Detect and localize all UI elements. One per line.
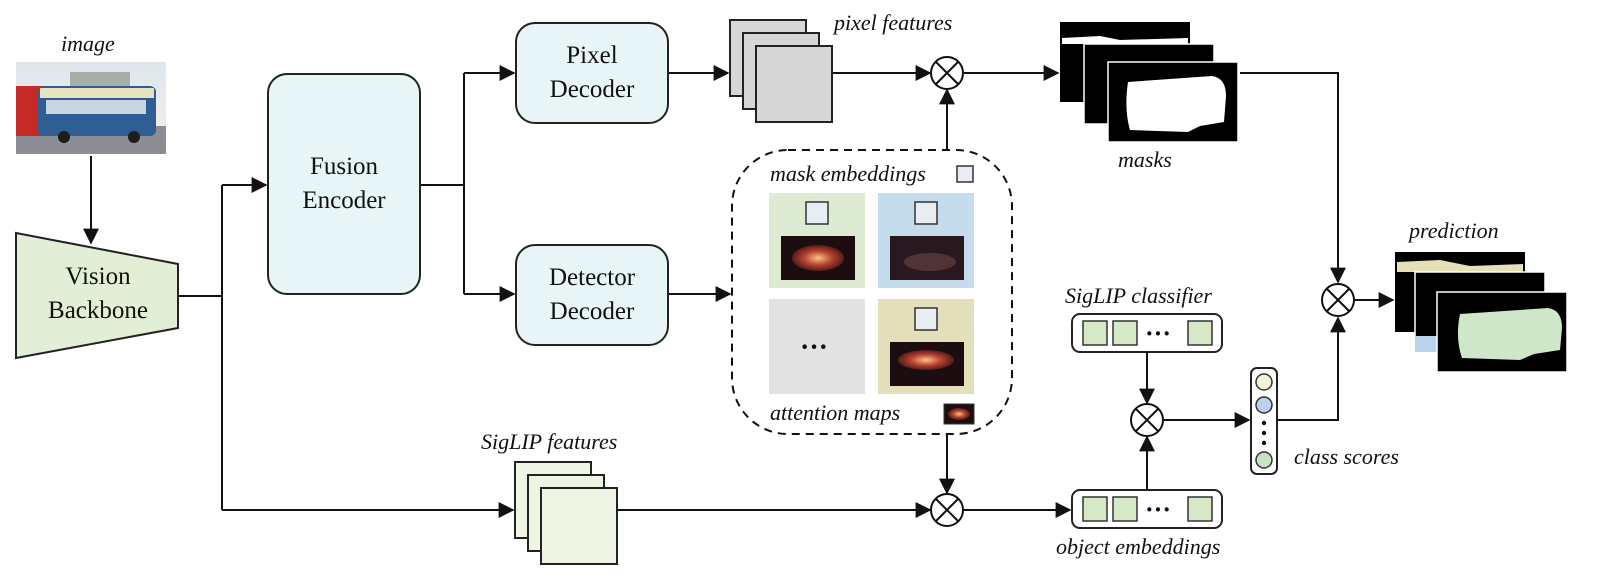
attention-map-legend-icon — [943, 403, 975, 425]
mask-embeddings-label: mask embeddings — [770, 161, 926, 186]
prediction-label: prediction — [1409, 218, 1499, 243]
masks-label: masks — [1118, 147, 1172, 172]
input-image — [16, 62, 166, 154]
class-scores-label: class scores — [1294, 444, 1399, 469]
vision-backbone-label: Vision Backbone — [48, 263, 148, 324]
attention-cell-2 — [878, 193, 974, 288]
detector-decoder-label: Detector Decoder — [548, 264, 636, 325]
object-embeddings-ellipsis: ··· — [1145, 495, 1172, 524]
vision-backbone-block — [15, 231, 179, 360]
attention-cell-3 — [769, 299, 865, 394]
detector-decoder-block: Detector Decoder — [515, 244, 669, 346]
pixel-decoder-label: Pixel Decoder — [549, 42, 635, 103]
pixel-features-stack — [729, 19, 833, 123]
siglip-classifier-label: SigLIP classifier — [1065, 283, 1212, 308]
fusion-encoder-label: Fusion Encoder — [302, 153, 386, 214]
pixel-features-label: pixel features — [834, 10, 953, 35]
multiply-node-pixel — [930, 56, 964, 90]
fusion-encoder-block: Fusion Encoder — [267, 73, 421, 295]
prediction-stack — [1395, 252, 1568, 373]
attention-cell-ellipsis: ··· — [800, 332, 829, 363]
pixel-decoder-block: Pixel Decoder — [515, 22, 669, 124]
object-embeddings-vector — [1071, 489, 1223, 529]
siglip-features-label: SigLIP features — [481, 429, 618, 454]
classifier-ellipsis: ··· — [1145, 319, 1172, 348]
connections — [83, 65, 1395, 518]
attention-cell-4 — [878, 299, 974, 394]
class-scores-vector — [1250, 367, 1278, 475]
multiply-node-final — [1321, 283, 1355, 317]
attention-maps-label: attention maps — [770, 400, 901, 425]
masks-stack — [1060, 22, 1239, 143]
siglip-classifier-vector — [1071, 313, 1223, 353]
object-embeddings-label: object embeddings — [1056, 534, 1221, 559]
multiply-node-siglip — [930, 493, 964, 527]
siglip-features-stack — [514, 461, 618, 565]
image-label: image — [61, 31, 115, 56]
multiply-node-classifier — [1130, 403, 1164, 437]
mask-embedding-legend-square — [956, 165, 974, 183]
attention-group-border — [731, 149, 1013, 435]
attention-cell-1 — [769, 193, 865, 288]
